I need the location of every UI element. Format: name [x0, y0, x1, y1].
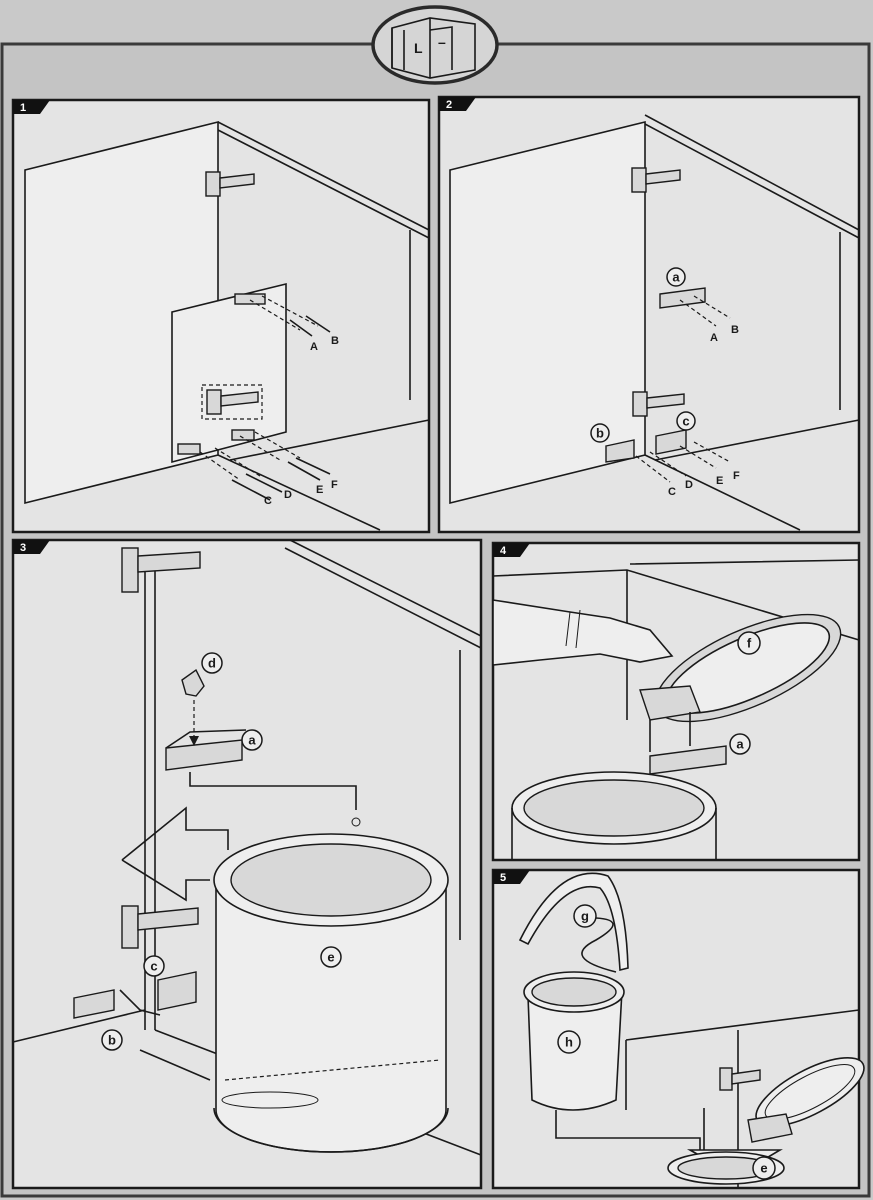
- step-3-callout-d: d: [208, 656, 216, 671]
- step-2-label-a: A: [710, 332, 718, 344]
- step-3-callout-a: a: [248, 733, 256, 748]
- step-4-number: 4: [500, 545, 507, 557]
- bin-e: [213, 817, 449, 1153]
- step-1-label-b: B: [331, 335, 339, 347]
- step-3-callout-e: e: [327, 950, 334, 965]
- step-3-callout-c: c: [150, 959, 157, 974]
- step-5-panel: 5 g h e: [491, 868, 865, 1190]
- step-1-panel: 1 A B C D E F: [11, 98, 431, 534]
- step-3-callout-b: b: [108, 1033, 116, 1048]
- step-2-label-b: B: [731, 324, 739, 336]
- step-2-label-c: C: [668, 486, 676, 498]
- step-4-panel: 4 f a: [491, 541, 861, 862]
- step-2-number: 2: [446, 99, 452, 111]
- door-mark-left: L: [414, 40, 423, 56]
- step-4-callout-f: f: [747, 636, 752, 651]
- step-1-label-d: D: [284, 489, 292, 501]
- step-1-label-e: E: [316, 484, 323, 496]
- step-2-callout-a: a: [672, 270, 680, 285]
- step-3-panel: 3 a d: [11, 538, 483, 1190]
- step-5-callout-e: e: [760, 1161, 767, 1176]
- step-1-label-c: C: [264, 495, 272, 507]
- step-2-label-d: D: [685, 479, 693, 491]
- step-2-callout-b: b: [596, 426, 604, 441]
- step-3-number: 3: [20, 542, 26, 554]
- step-2-label-e: E: [716, 475, 723, 487]
- step-5-callout-g: g: [581, 909, 589, 924]
- step-1-label-a: A: [310, 341, 318, 353]
- step-2-callout-c: c: [682, 414, 689, 429]
- step-2-panel: 2 a A B b c C D E F: [437, 95, 861, 534]
- step-5-callout-h: h: [565, 1035, 573, 1050]
- step-2-label-f: F: [733, 470, 740, 482]
- step-1-label-f: F: [331, 479, 338, 491]
- step-4-callout-a: a: [736, 737, 744, 752]
- door-mark-right: –: [438, 34, 446, 50]
- step-5-number: 5: [500, 872, 506, 884]
- step-1-number: 1: [20, 102, 26, 114]
- corner-cabinet-icon: L –: [371, 5, 499, 85]
